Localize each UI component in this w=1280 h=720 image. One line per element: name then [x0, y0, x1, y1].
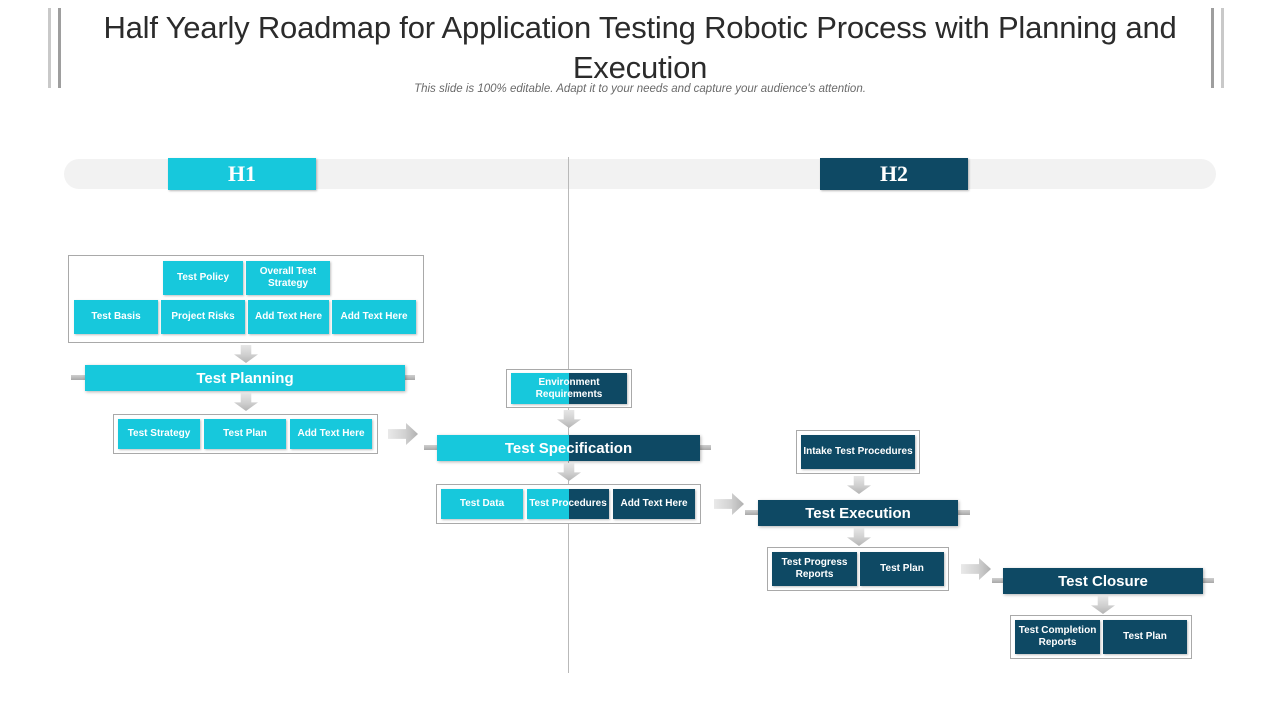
down-arrow-icon: [234, 393, 258, 411]
execution-output-cell[interactable]: Test Progress Reports: [772, 552, 857, 586]
down-arrow-icon: [847, 476, 871, 494]
specification-input-cell[interactable]: Environment Requirements: [511, 373, 627, 404]
specification-output-cell[interactable]: Add Text Here: [613, 489, 695, 519]
cell-label: Add Text Here: [620, 498, 688, 509]
page-title: Half Yearly Roadmap for Application Test…: [103, 10, 1177, 85]
specification-output-cell[interactable]: Test Procedures: [527, 489, 609, 519]
timeline-phase-label: H2: [879, 161, 909, 186]
decor-bar: [48, 8, 51, 88]
execution-input-cell[interactable]: Intake Test Procedures: [801, 435, 915, 469]
stage-bar-label: Test Execution: [805, 504, 911, 522]
cell-label: Test Completion Reports: [1018, 625, 1097, 648]
decor-bars-right: [1211, 8, 1224, 88]
timeline-phase-label: H1: [227, 161, 257, 186]
down-arrow-icon: [847, 528, 871, 546]
stagebar-nub-left: [424, 445, 438, 450]
cell-label: Overall Test Strategy: [259, 266, 317, 289]
specification-output-cell[interactable]: Test Data: [441, 489, 523, 519]
cell-label: Test Progress Reports: [781, 557, 848, 580]
stagebar-nub-right: [1200, 578, 1214, 583]
cell-label: Intake Test Procedures: [803, 446, 913, 457]
stagebar-nub-right: [697, 445, 711, 450]
closure-output-cell[interactable]: Test Completion Reports: [1015, 620, 1100, 654]
decor-bar: [1211, 8, 1214, 88]
planning-output-cell[interactable]: Test Strategy: [118, 419, 200, 449]
planning-input-cell[interactable]: Test Policy: [163, 261, 243, 295]
planning-input-cell[interactable]: Test Basis: [74, 300, 158, 334]
cell-label: Test Procedures: [529, 498, 607, 509]
down-arrow-icon: [1091, 596, 1115, 614]
stage-bar-closure[interactable]: Test Closure: [1003, 568, 1203, 594]
timeline-phase-h2[interactable]: H2: [820, 158, 968, 190]
stagebar-nub-left: [745, 510, 759, 515]
decor-bar: [1221, 8, 1224, 88]
planning-input-cell[interactable]: Add Text Here: [248, 300, 329, 334]
cell-label: Test Plan: [223, 428, 267, 439]
stagebar-nub-right: [956, 510, 970, 515]
down-arrow-icon: [557, 410, 581, 428]
cell-label: Test Plan: [1123, 631, 1167, 642]
down-arrow-icon: [557, 463, 581, 481]
stagebar-nub-left: [71, 375, 85, 380]
stagebar-nub-right: [401, 375, 415, 380]
stage-bar-specification[interactable]: Test Specification: [437, 435, 700, 461]
stage-bar-label: Test Planning: [196, 369, 294, 387]
cell-label: Add Text Here: [340, 311, 408, 322]
planning-input-cell[interactable]: Add Text Here: [332, 300, 416, 334]
cell-h1-portion: [511, 373, 569, 404]
cell-h1-portion: [527, 489, 569, 519]
right-arrow-icon: [388, 423, 418, 445]
cell-label: Add Text Here: [297, 428, 365, 439]
stagebar-nub-left: [992, 578, 1006, 583]
planning-output-cell[interactable]: Add Text Here: [290, 419, 372, 449]
stage-bar-label: Test Closure: [1058, 572, 1148, 590]
planning-output-cell[interactable]: Test Plan: [204, 419, 286, 449]
right-arrow-icon: [714, 493, 744, 515]
cell-label: Test Plan: [880, 563, 924, 574]
cell-label: Test Basis: [91, 311, 141, 322]
decor-bar: [58, 8, 61, 88]
timeline-phase-h1[interactable]: H1: [168, 158, 316, 190]
page-subtitle: This slide is 100% editable. Adapt it to…: [414, 83, 866, 95]
cell-label: Environment Requirements: [535, 376, 603, 400]
bar-h1-portion: [437, 435, 569, 461]
cell-label: Add Text Here: [254, 311, 323, 322]
closure-output-cell[interactable]: Test Plan: [1103, 620, 1187, 654]
stage-bar-execution[interactable]: Test Execution: [758, 500, 958, 526]
right-arrow-icon: [961, 558, 991, 580]
decor-bars-left: [48, 8, 61, 88]
cell-label: Test Policy: [176, 272, 230, 283]
stage-bar-planning[interactable]: Test Planning: [85, 365, 405, 391]
down-arrow-icon: [234, 345, 258, 363]
planning-input-cell[interactable]: Overall Test Strategy: [246, 261, 330, 295]
cell-label: Project Risks: [171, 311, 235, 322]
cell-label: Test Strategy: [127, 428, 191, 439]
cell-label: Test Data: [459, 498, 505, 509]
stage-bar-label: Test Specification: [504, 439, 633, 457]
planning-input-cell[interactable]: Project Risks: [161, 300, 245, 334]
execution-output-cell[interactable]: Test Plan: [860, 552, 944, 586]
